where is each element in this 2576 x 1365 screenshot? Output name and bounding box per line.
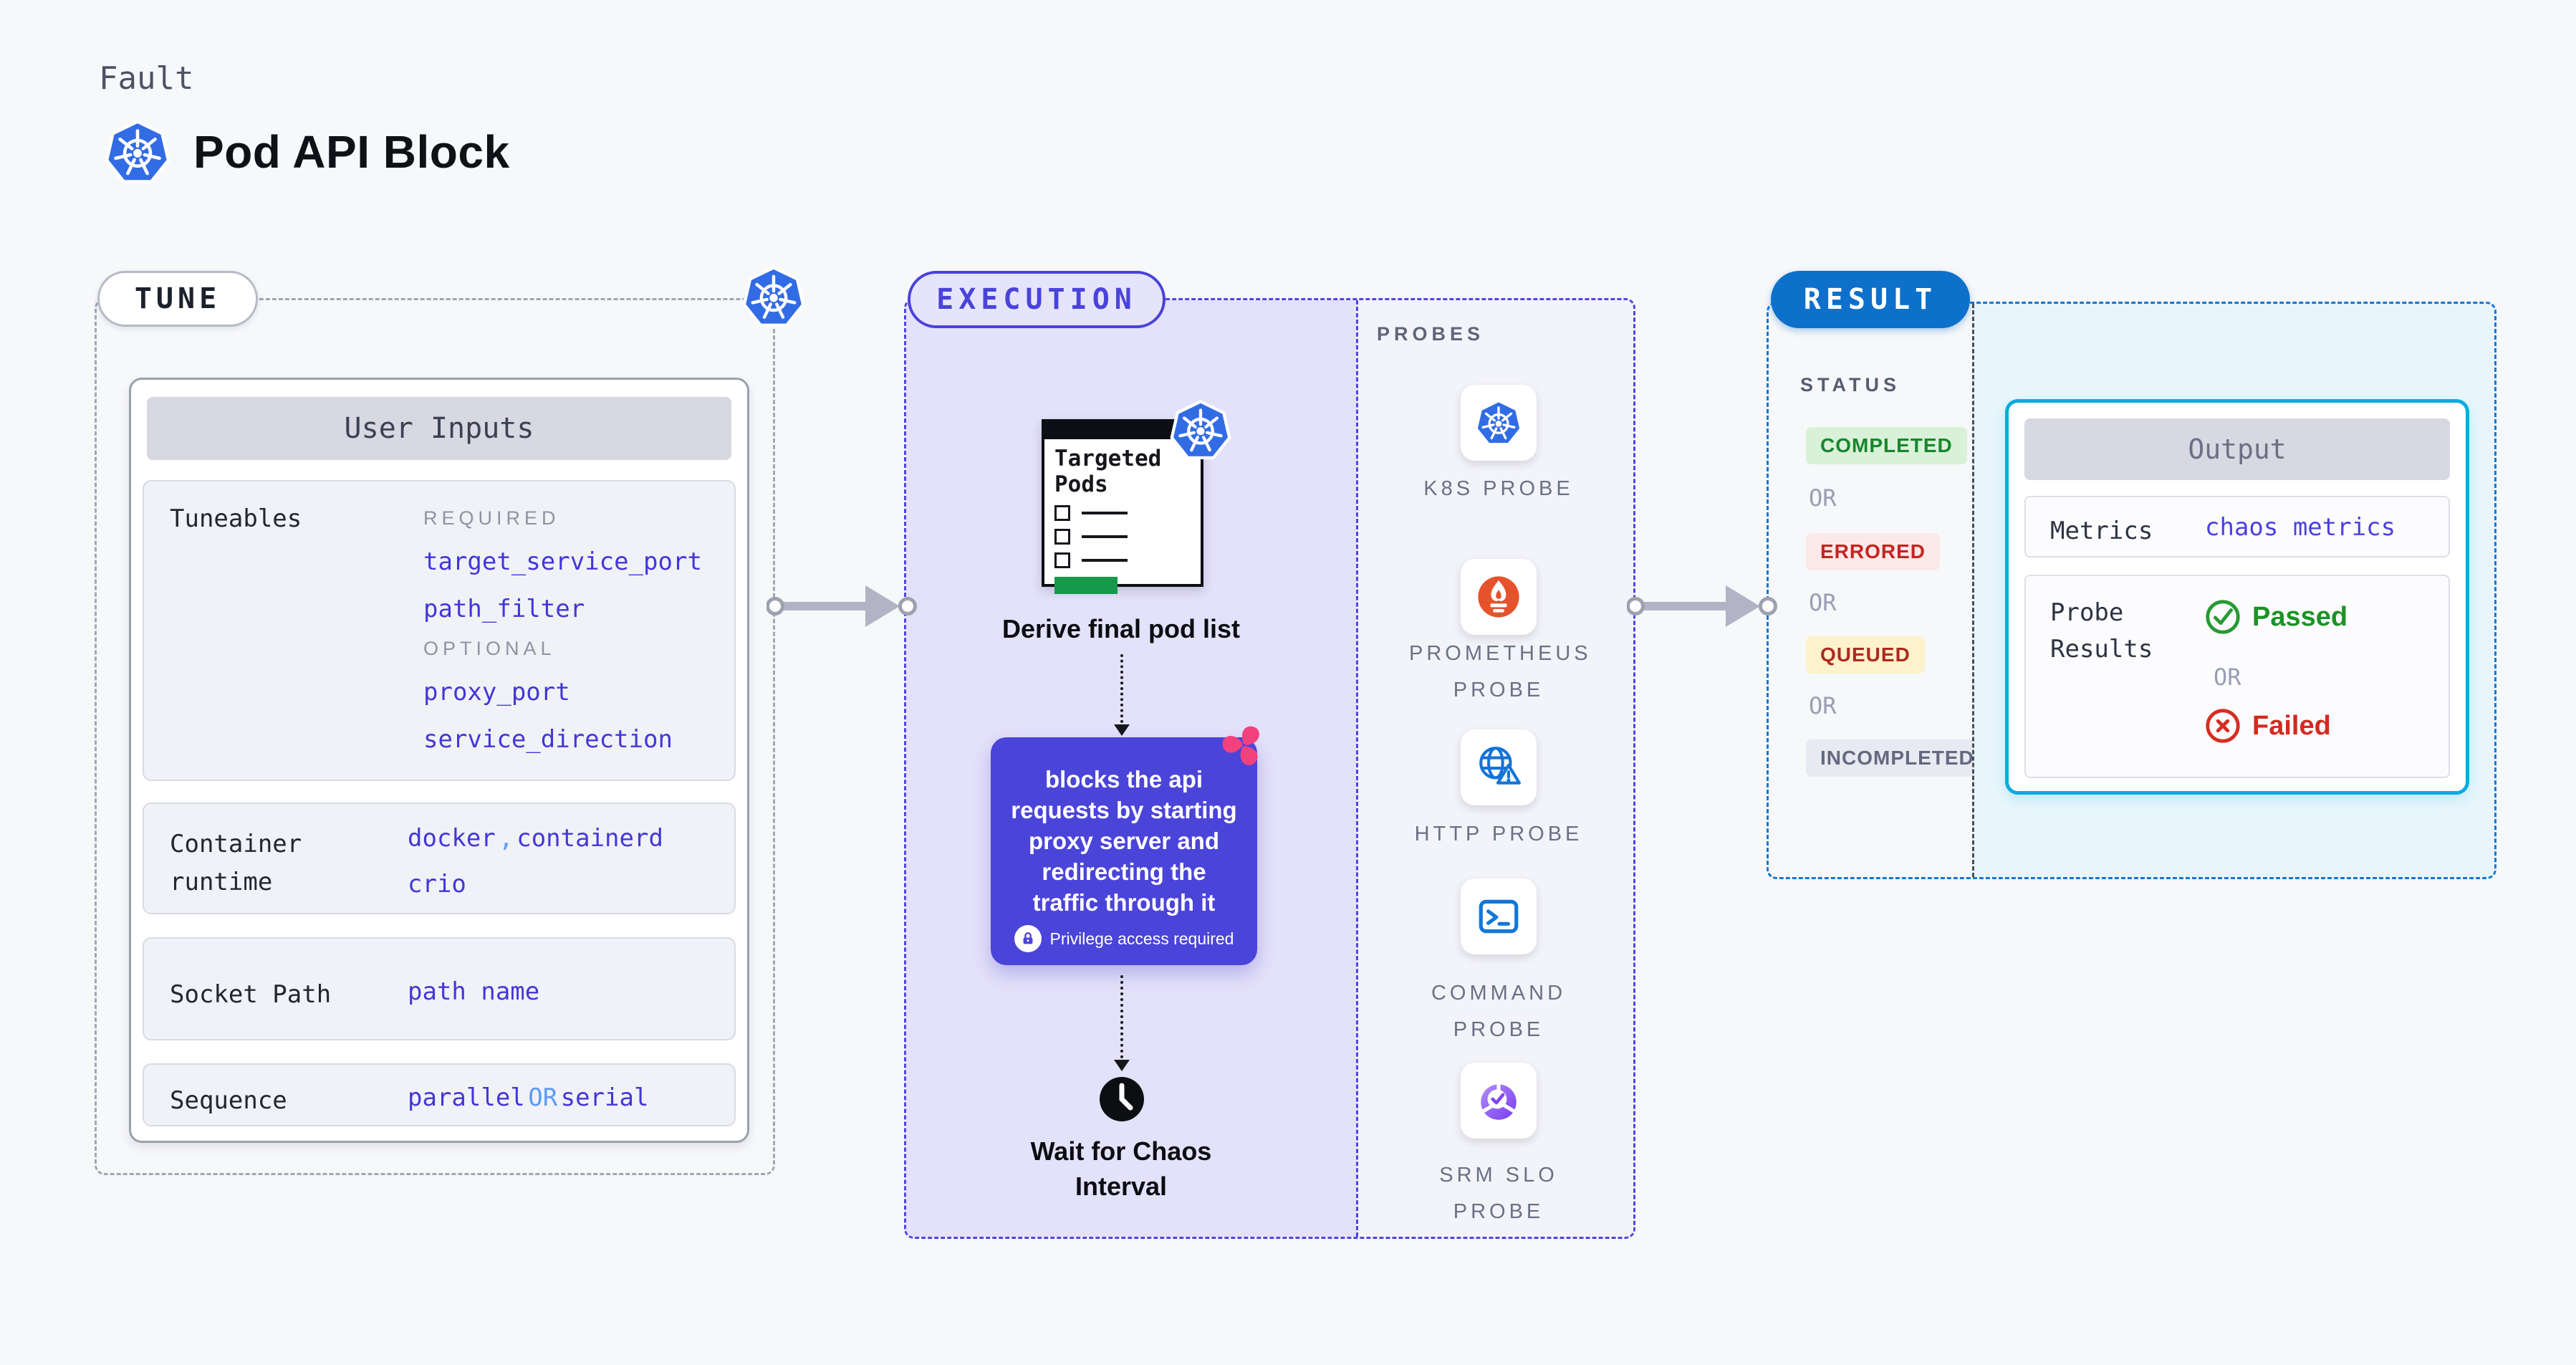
k8s-probe-card — [1461, 385, 1537, 461]
flow-arrow-tune-to-execution — [766, 584, 917, 628]
targeted-pods-title: Targeted Pods — [1054, 446, 1162, 497]
probes-section-label: PROBES — [1377, 323, 1485, 345]
k8s-probe-label: K8S PROBE — [1423, 477, 1574, 500]
runtime-value-containerd: containerd — [516, 824, 663, 853]
down-arrow — [1114, 975, 1130, 1073]
tune-badge: TUNE — [97, 271, 258, 327]
tuneable-optional-0: proxy_port — [423, 678, 570, 707]
metrics-value: chaos metrics — [2205, 513, 2396, 542]
container-runtime-label: Container runtime — [170, 830, 302, 896]
check-circle-icon — [2203, 598, 2242, 636]
fault-action-text: blocks the api requests by starting prox… — [1011, 766, 1237, 916]
status-label: STATUS — [1800, 374, 1900, 396]
probe-results-label: Probe Results — [2050, 598, 2153, 664]
pod-list-item — [1054, 529, 1191, 545]
failed-verdict: Failed — [2203, 707, 2331, 745]
prometheus-probe-label: PROMETHEUS PROBE — [1409, 642, 1592, 701]
tuneables-label: Tuneables — [170, 504, 302, 533]
execution-badge: EXECUTION — [908, 271, 1166, 328]
output-panel: Output Metrics chaos metrics Probe Resul… — [2005, 399, 2469, 795]
metrics-row: Metrics chaos metrics — [2024, 496, 2450, 557]
status-badge-incompleted: INCOMPLETED — [1806, 739, 1989, 777]
kubernetes-icon — [1170, 399, 1231, 461]
privilege-note: Privilege access required — [991, 925, 1257, 952]
passed-verdict: Passed — [2203, 598, 2347, 636]
status-badge-queued: QUEUED — [1806, 636, 1925, 674]
metrics-label: Metrics — [2050, 517, 2153, 545]
fault-action-box: blocks the api requests by starting prox… — [991, 737, 1257, 965]
sequence-label: Sequence — [170, 1086, 287, 1115]
kubernetes-icon — [1475, 399, 1522, 446]
litmus-pinwheel-icon — [1220, 722, 1267, 769]
tuneable-optional-1: service_direction — [423, 725, 673, 754]
or-label: OR — [1809, 692, 1837, 719]
result-section: STATUS COMPLETED OR ERRORED OR QUEUED OR… — [1767, 302, 2496, 879]
terminal-icon — [1475, 893, 1522, 940]
optional-label: OPTIONAL — [423, 638, 556, 659]
pod-list-item — [1054, 505, 1191, 522]
sequence-card: Sequence parallel OR serial — [143, 1063, 736, 1126]
output-title: Output — [2024, 418, 2450, 480]
flow-arrow-execution-to-result — [1627, 584, 1777, 628]
required-label: REQUIRED — [423, 507, 560, 529]
socket-path-card: Socket Path path name — [143, 937, 736, 1040]
tune-section — [95, 298, 775, 1175]
privilege-note-text: Privilege access required — [1049, 929, 1234, 948]
or-label: OR — [1809, 484, 1837, 512]
tuneable-required-0: target_service_port — [423, 547, 702, 576]
container-runtime-card: Container runtime docker , containerd cr… — [143, 803, 736, 914]
status-badge-errored: ERRORED — [1806, 533, 1941, 570]
pod-list-progress-bar — [1054, 577, 1118, 595]
failed-label: Failed — [2252, 710, 2331, 741]
execution-section: Targeted Pods Derive final pod list bloc… — [904, 298, 1635, 1239]
slo-donut-icon — [1475, 1077, 1522, 1124]
probe-results-row: Probe Results Passed OR Failed — [2024, 575, 2450, 778]
pod-list-item — [1054, 552, 1191, 569]
command-probe-card — [1461, 878, 1537, 954]
sequence-or: OR — [528, 1083, 558, 1112]
tuneables-card: Tuneables REQUIRED target_service_port p… — [143, 480, 736, 781]
tuneable-required-1: path_filter — [423, 595, 585, 623]
probes-column: PROBES K8S PROBE PROMETHEUS PROBE HTTP P… — [1356, 300, 1633, 1237]
derive-pod-list-label: Derive final pod list — [1001, 614, 1241, 643]
execution-flow-area: Targeted Pods Derive final pod list bloc… — [906, 300, 1356, 1237]
prometheus-probe-card — [1461, 559, 1537, 635]
socket-path-value: path name — [408, 977, 540, 1006]
http-probe-label: HTTP PROBE — [1414, 823, 1583, 846]
runtime-value-docker: docker — [408, 824, 496, 853]
command-probe-label: COMMAND PROBE — [1431, 982, 1567, 1041]
sequence-value-a: parallel — [408, 1083, 525, 1112]
targeted-pods-card: Targeted Pods — [1042, 419, 1203, 595]
page-title: Pod API Block — [193, 126, 510, 178]
or-label: OR — [2214, 664, 2241, 691]
runtime-value-crio: crio — [408, 870, 466, 899]
kubernetes-icon — [742, 265, 805, 328]
kubernetes-icon — [105, 119, 170, 185]
srm-slo-probe-label: SRM SLO PROBE — [1439, 1164, 1558, 1223]
lock-icon — [1014, 925, 1042, 952]
passed-label: Passed — [2252, 601, 2348, 632]
user-inputs-title: User Inputs — [147, 397, 731, 460]
sequence-value-b: serial — [560, 1083, 649, 1112]
fault-label: Fault — [99, 60, 194, 97]
page-header: Pod API Block — [105, 119, 510, 185]
status-badge-completed: COMPLETED — [1806, 427, 1967, 464]
or-label: OR — [1809, 589, 1837, 616]
http-probe-card — [1461, 729, 1537, 805]
wait-for-chaos-label: Wait for Chaos Interval — [1030, 1136, 1212, 1201]
runtime-separator: , — [499, 824, 514, 853]
user-inputs-panel: User Inputs Tuneables REQUIRED target_se… — [129, 378, 749, 1143]
prometheus-icon — [1475, 573, 1522, 621]
x-circle-icon — [2203, 707, 2242, 745]
result-badge: RESULT — [1771, 271, 1970, 328]
clock-icon — [1098, 1076, 1145, 1123]
globe-alert-icon — [1475, 744, 1522, 791]
srm-slo-probe-card — [1461, 1063, 1537, 1139]
down-arrow — [1114, 654, 1130, 737]
socket-path-label: Socket Path — [170, 980, 332, 1009]
